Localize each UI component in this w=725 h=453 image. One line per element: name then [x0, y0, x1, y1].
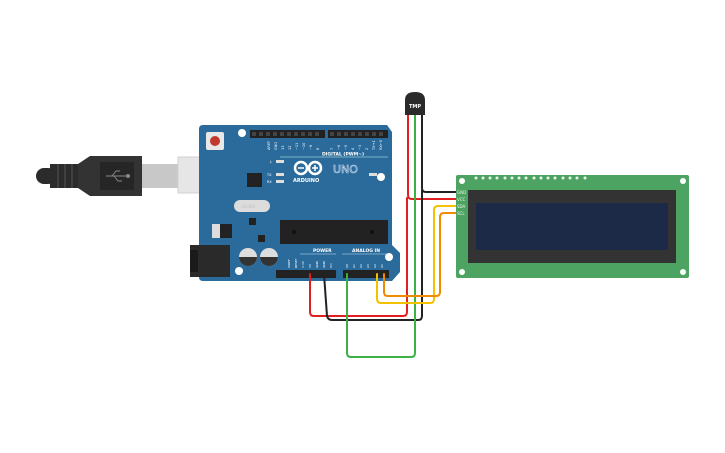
pin-label: ~9 [309, 145, 313, 150]
usb-cable[interactable] [36, 156, 209, 196]
pin-label: RESET [294, 258, 298, 268]
led-tx [276, 173, 284, 176]
pin-label: 7 [330, 148, 334, 150]
led-label-on: ON [378, 173, 384, 177]
pin-label: RX←0 [379, 140, 383, 150]
pin-label: A1 [352, 264, 356, 268]
pin-label: ~6 [337, 145, 341, 150]
usb-symbol-icon [106, 170, 130, 182]
power-label: POWER [313, 248, 332, 254]
pin-label: 13 [281, 146, 285, 150]
pin-label: A4 [373, 264, 377, 268]
pin-label: A5 [380, 264, 384, 268]
power-header[interactable] [276, 270, 336, 278]
digital-pin-labels: AREF GND 13 12 ~11 ~10 ~9 8 7 ~6 ~5 4 ~3… [267, 140, 383, 151]
lcd-pin-sda: SDA [457, 204, 466, 209]
arduino-uno-board[interactable]: AREF GND 13 12 ~11 ~10 ~9 8 7 ~6 ~5 4 ~3… [190, 125, 400, 281]
pin-label: ~11 [295, 143, 299, 150]
arduino-brand: ARDUINO [293, 178, 319, 184]
pin-label: GND [274, 142, 278, 150]
pin-label: 2 [365, 148, 369, 150]
lcd-screen [476, 203, 668, 250]
pin-label: TX→1 [372, 140, 376, 151]
led-on [369, 173, 377, 176]
led-label-l: L [270, 160, 272, 164]
pin-label: A0 [345, 264, 349, 268]
wire-sensor-gnd[interactable] [421, 114, 463, 193]
analog-header[interactable] [343, 270, 389, 278]
wire-a4-sda[interactable] [376, 205, 463, 304]
pin-label: 3.3V [301, 260, 305, 268]
usb-chip [247, 173, 262, 187]
pin-label: 5V [308, 263, 312, 268]
lcd-pin-scl: SCL [457, 211, 465, 216]
led-label-rx: RX [267, 180, 272, 184]
pin-label: 4 [351, 147, 355, 150]
pin-label: ~3 [358, 145, 362, 150]
wire-a0-signal[interactable] [346, 114, 416, 358]
led-l [276, 160, 284, 163]
arduino-logo [293, 160, 323, 176]
reset-button[interactable] [206, 132, 224, 150]
pin-label: 12 [288, 146, 292, 150]
analog-label: ANALOG IN [352, 248, 380, 254]
digital-label: DIGITAL (PWM~) [322, 152, 364, 158]
wire-5v[interactable] [309, 197, 408, 317]
crystal [234, 200, 270, 212]
tmp-sensor[interactable]: TMP [405, 92, 425, 115]
pin-label: ~5 [344, 145, 348, 150]
pin-label: IOREF [287, 259, 291, 268]
wire-sensor-vcc[interactable] [407, 114, 463, 200]
sensor-label: TMP [409, 104, 421, 110]
lcd-i2c-display[interactable]: GND VCC SDA SCL [456, 175, 689, 278]
wires [309, 114, 463, 358]
pin-label: GND [322, 260, 326, 268]
arduino-model: UNO [333, 163, 358, 176]
pin-label: 8 [316, 148, 320, 150]
lcd-pin-vcc: VCC [457, 197, 466, 202]
lcd-pin-row [474, 176, 587, 180]
led-rx [276, 180, 284, 183]
wire-a5-scl[interactable] [383, 212, 463, 297]
led-label-tx: TX [266, 173, 272, 177]
pin-label: Vin [329, 263, 333, 268]
wire-gnd[interactable] [323, 189, 423, 321]
pin-label: GND [315, 260, 319, 268]
lcd-pin-gnd: GND [457, 190, 466, 195]
crystal-label: 16.000 [241, 204, 255, 209]
pin-label: A3 [366, 264, 370, 268]
pin-label: AREF [267, 141, 271, 150]
pin-label: ~10 [302, 143, 306, 150]
pin-label: A2 [359, 264, 363, 268]
